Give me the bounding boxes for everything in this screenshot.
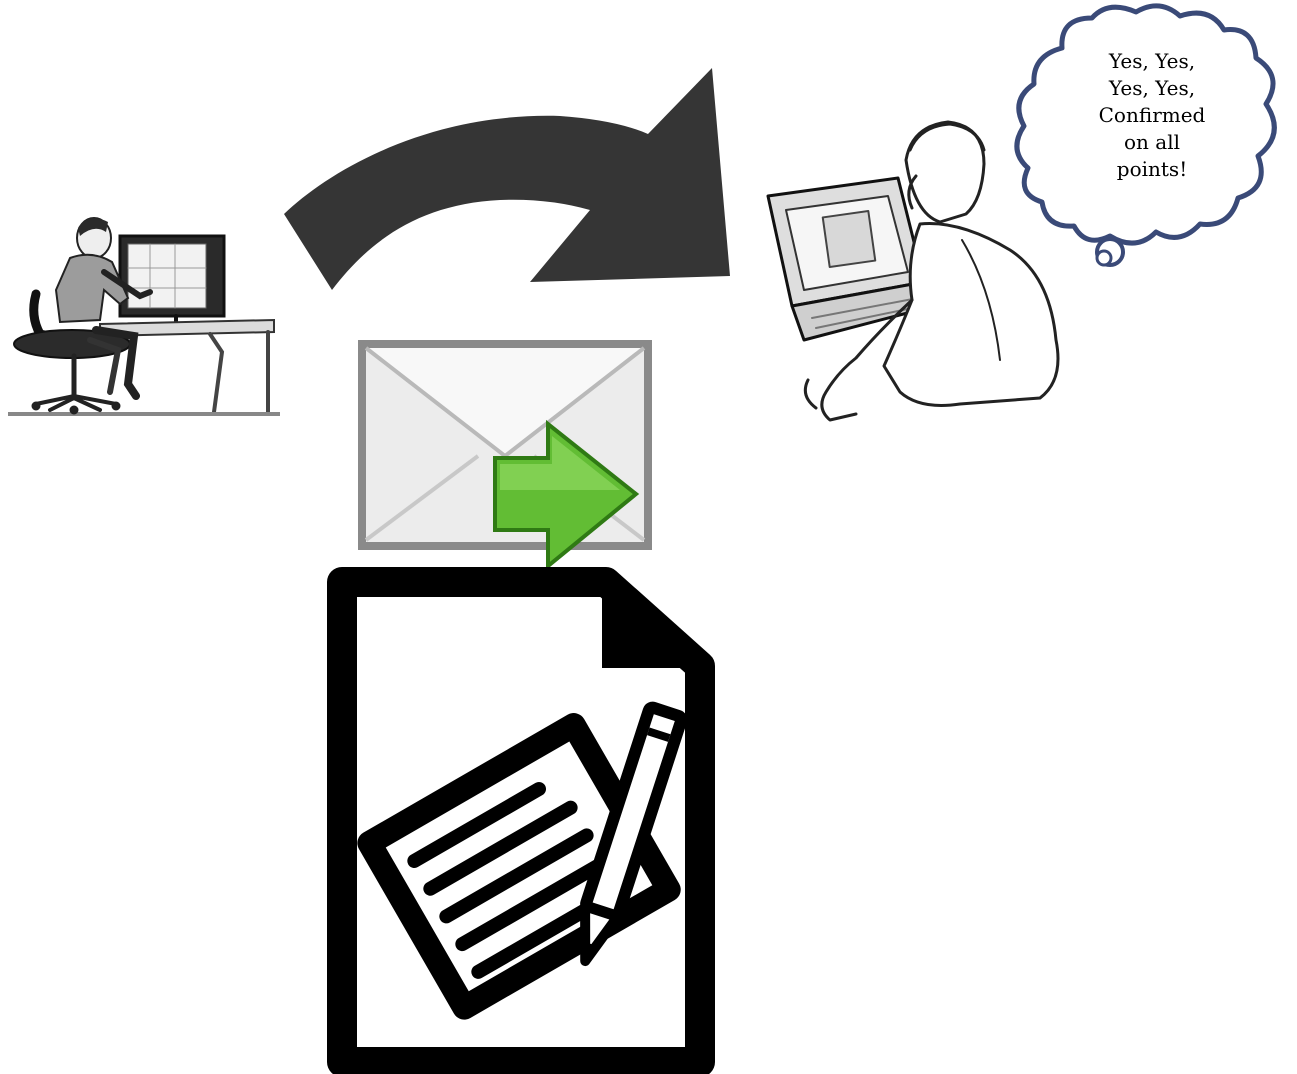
thought-bubble-line: on all xyxy=(1072,129,1232,156)
curved-arrow-icon xyxy=(284,68,730,290)
thought-bubble-line: Yes, Yes, xyxy=(1072,75,1232,102)
thought-bubble-line: Yes, Yes, xyxy=(1072,48,1232,75)
thought-bubble-line: Confirmed xyxy=(1072,102,1232,129)
thought-bubble-text: Yes, Yes, Yes, Yes, Confirmed on all poi… xyxy=(1072,48,1232,183)
document-with-pencil-icon xyxy=(342,582,700,1062)
person-at-desktop-computer-icon xyxy=(8,218,280,416)
person-with-laptop-icon xyxy=(768,122,1058,420)
thought-bubble-line: points! xyxy=(1072,156,1232,183)
envelope-send-icon xyxy=(362,344,648,566)
